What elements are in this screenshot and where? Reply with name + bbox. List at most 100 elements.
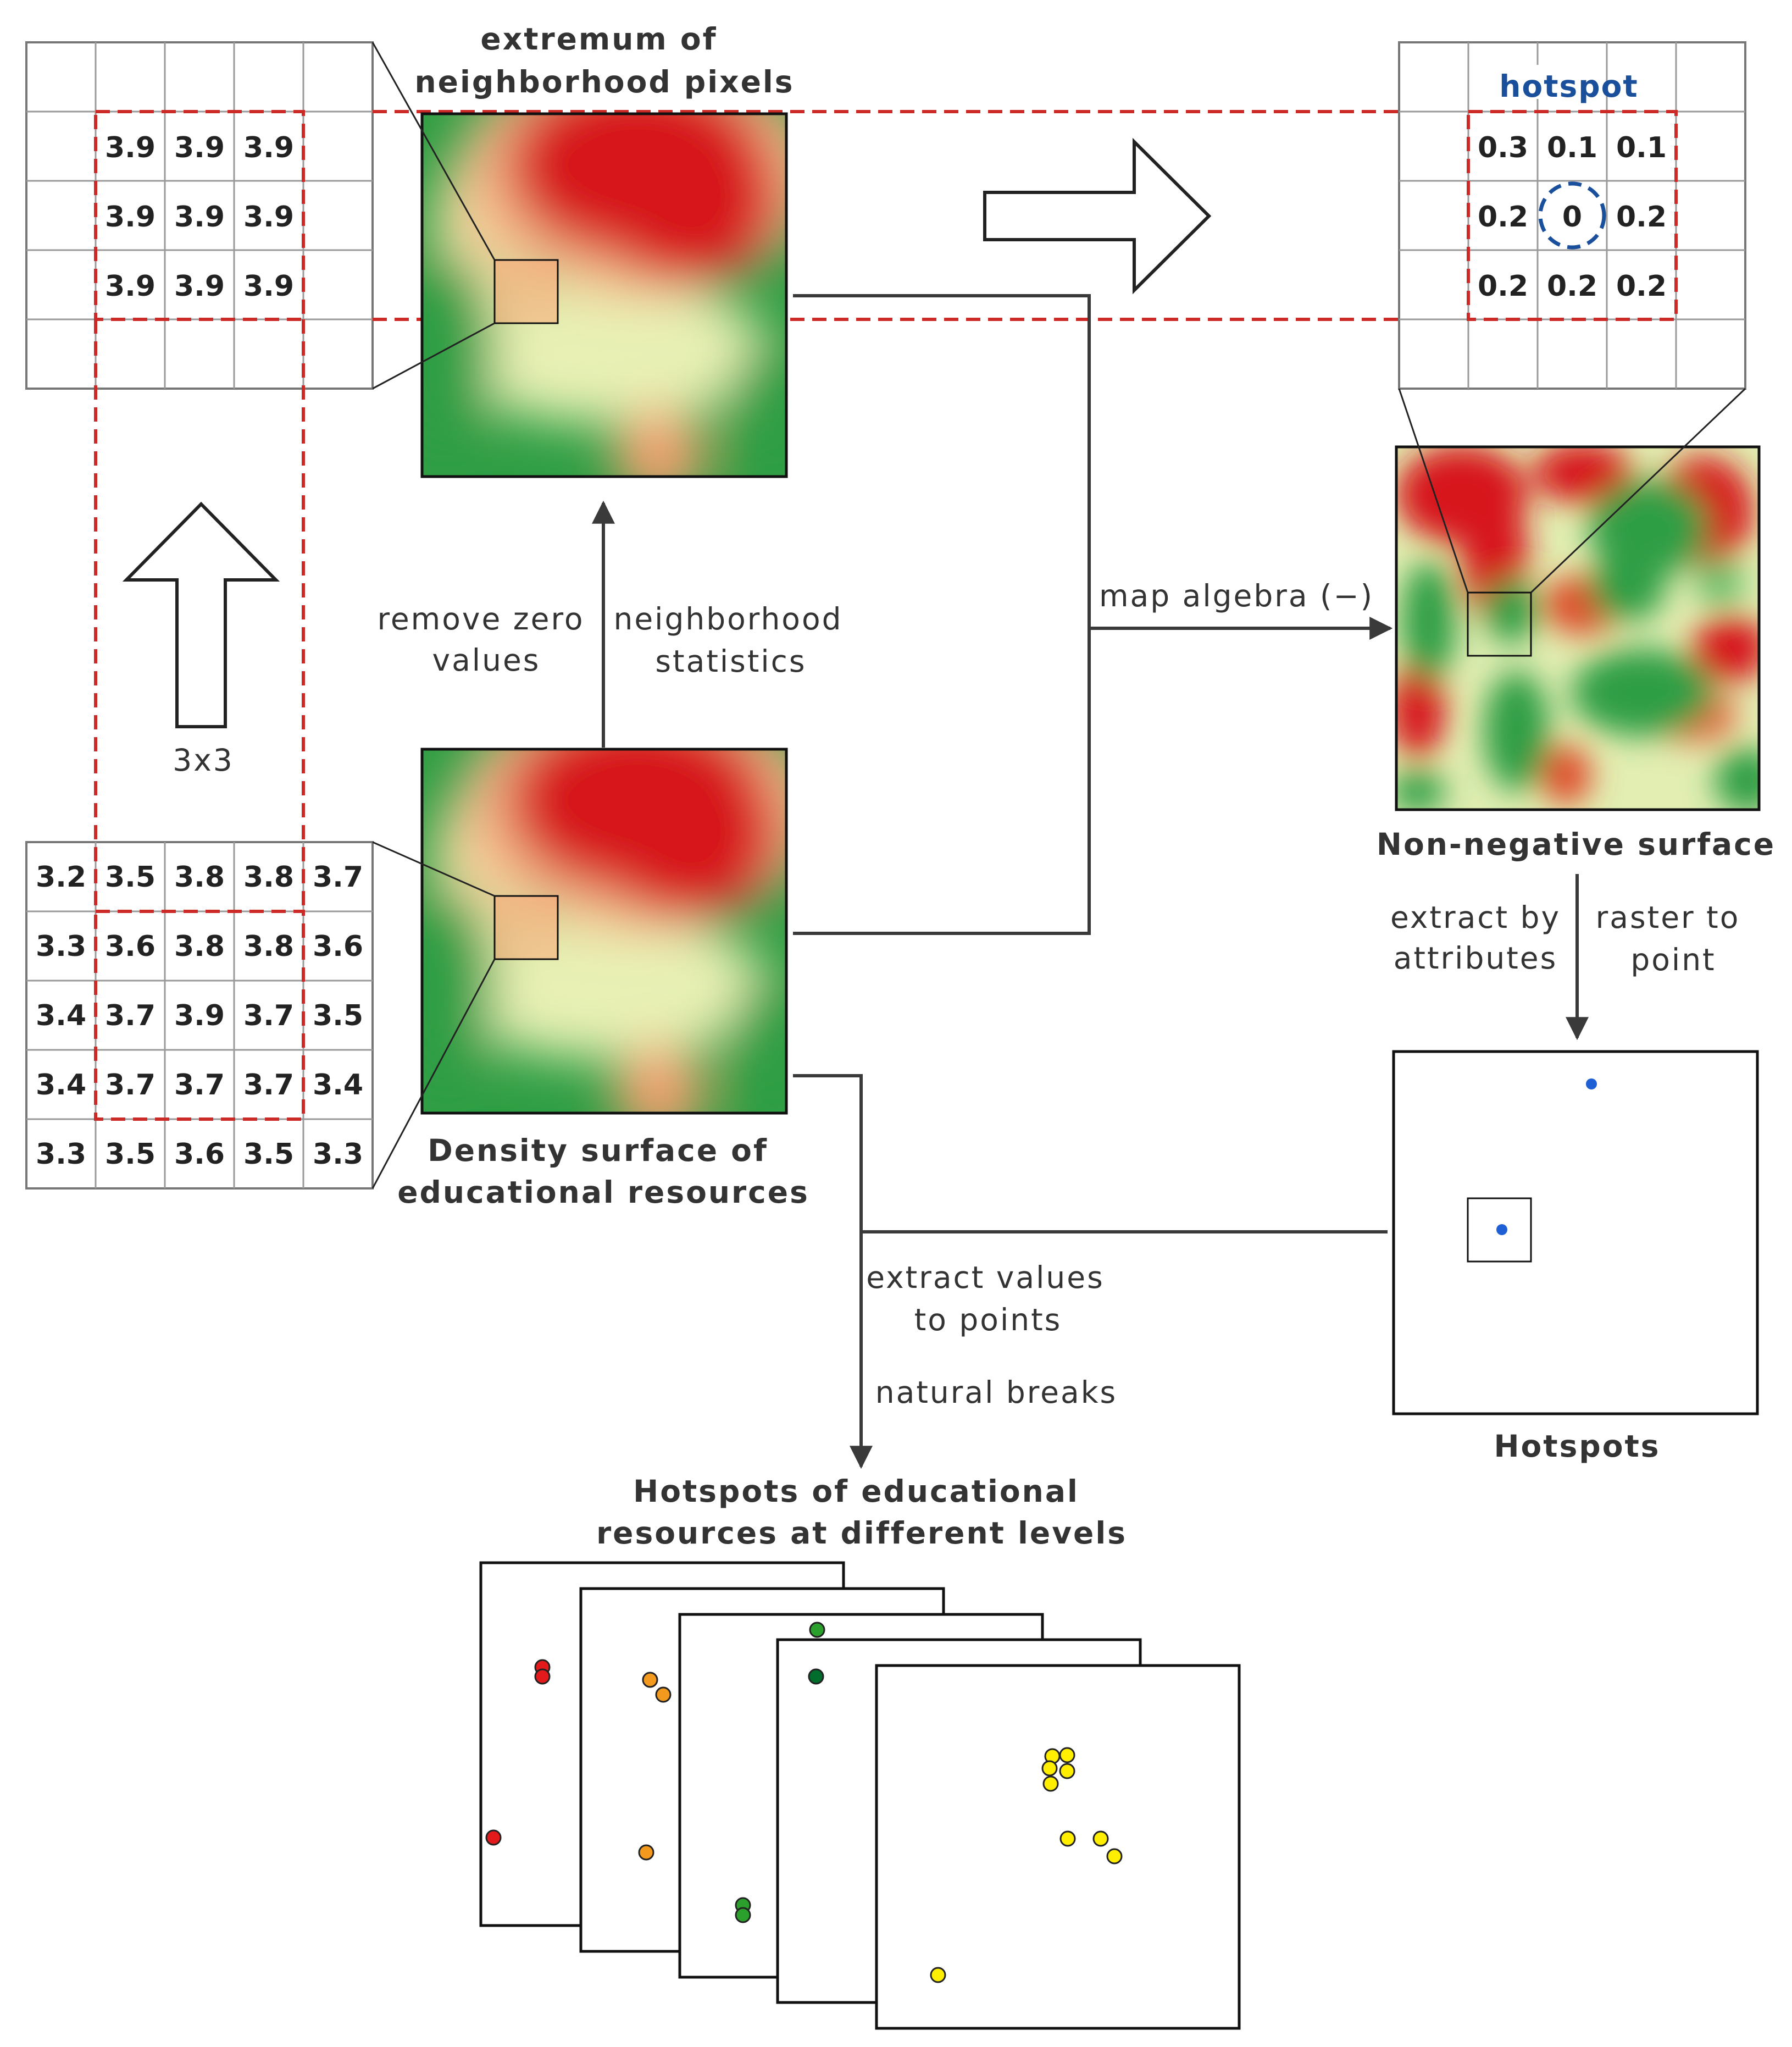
extract-values-label: extract values [866, 1260, 1104, 1295]
grid-cell: 0 [1562, 201, 1582, 234]
grid-cell: 3.5 [105, 1138, 156, 1171]
grid-cell: 0.3 [1478, 131, 1528, 164]
grid-cell: 3.5 [313, 999, 363, 1032]
zoom-connector-lines [371, 42, 1746, 1189]
window-dashed-outlines [94, 110, 1678, 1121]
non-negative-surface-map [1395, 445, 1761, 811]
extremum-title: extremum of [480, 21, 717, 57]
extract-by-attributes-label: extract by [1390, 900, 1561, 935]
level-point [1059, 1763, 1075, 1779]
raster-to-point-label: point [1630, 942, 1716, 977]
natural-breaks-label: natural breaks [875, 1375, 1117, 1410]
remove-zero-label: remove zero [377, 601, 584, 637]
non-negative-surface-title: Non-negative surface [1377, 827, 1776, 862]
grid-cell: 3.9 [174, 270, 225, 303]
level-point [930, 1967, 946, 1983]
neighborhood-statistics-label: neighborhood [613, 601, 842, 637]
up-block-arrow [122, 501, 280, 728]
hotspot-zoom-grid: hotspot 0.3 0.1 0.1 0.2 0 0.2 0.2 0.2 0.… [1398, 41, 1746, 390]
diagram-labels: extremum of neighborhood pixels remove z… [173, 21, 1776, 1551]
hotspot-point [1586, 1078, 1597, 1089]
grid-cell: 3.4 [36, 999, 86, 1032]
grid-cell: 3.6 [174, 1138, 225, 1171]
level-point [1041, 1760, 1058, 1777]
grid-cell: 3.9 [243, 201, 294, 234]
grid-cell: 3.8 [243, 861, 294, 894]
level-point [808, 1668, 824, 1685]
level-point [655, 1686, 672, 1703]
grid-cell: 3.3 [36, 930, 86, 963]
grid-cell: 3.9 [105, 270, 156, 303]
hotspot-label: hotspot [1499, 69, 1638, 104]
level-point [642, 1672, 658, 1688]
density-surface-title: educational resources [397, 1175, 809, 1210]
grid-cell: 3.5 [105, 861, 156, 894]
grid-cell: 3.8 [174, 861, 225, 894]
grid-cell: 3.4 [36, 1069, 86, 1102]
level-point [638, 1844, 654, 1861]
hotspots-panel [1392, 1050, 1759, 1415]
level-panels-stack [479, 1561, 1241, 2030]
neighborhood-statistics-label: statistics [655, 644, 806, 679]
grid-cell: 0.1 [1616, 131, 1667, 164]
grid-cell: 3.4 [313, 1069, 363, 1102]
window-highlight-box [1467, 591, 1532, 657]
extract-values-label: to points [914, 1302, 1062, 1337]
level-point [534, 1668, 551, 1685]
grid-cell: 0.2 [1616, 270, 1667, 303]
level-point [735, 1907, 751, 1923]
grid-cell: 3.9 [105, 131, 156, 164]
right-block-arrow [983, 137, 1212, 295]
density-zoom-grid: 3.2 3.5 3.8 3.8 3.7 3.3 3.6 3.8 3.8 3.6 … [25, 841, 374, 1190]
grid-cell: 3.7 [243, 999, 294, 1032]
level-point [1059, 1747, 1075, 1763]
remove-zero-label: values [432, 643, 541, 678]
hotspots-title: Hotspots [1494, 1429, 1660, 1464]
grid-cell: 3.9 [174, 131, 225, 164]
grid-cell: 3.9 [243, 131, 294, 164]
level-point [1106, 1848, 1123, 1865]
window-size-label: 3x3 [173, 743, 234, 778]
grid-cell: 3.2 [36, 861, 86, 894]
grid-cell: 3.9 [243, 270, 294, 303]
grid-cell: 0.2 [1616, 201, 1667, 234]
raster-to-point-label: raster to [1596, 900, 1740, 935]
extract-by-attributes-label: attributes [1394, 940, 1558, 976]
extremum-surface-map [420, 112, 788, 478]
grid-cell: 3.7 [105, 1069, 156, 1102]
grid-cell: 0.2 [1478, 270, 1528, 303]
levels-title: Hotspots of educational [633, 1474, 1079, 1509]
grid-cell: 3.6 [313, 930, 363, 963]
grid-cell: 3.7 [313, 861, 363, 894]
grid-cell: 0.2 [1478, 201, 1528, 234]
level-point [1092, 1830, 1109, 1847]
grid-cell: 3.3 [313, 1138, 363, 1171]
level-point [1059, 1830, 1076, 1847]
density-surface-title: Density surface of [428, 1133, 768, 1168]
hotspot-center-marker [1538, 181, 1606, 250]
levels-title: resources at different levels [596, 1515, 1127, 1551]
density-surface-map [420, 748, 788, 1115]
grid-cell: 3.7 [174, 1069, 225, 1102]
grid-cell: 3.6 [105, 930, 156, 963]
extremum-title: neighborhood pixels [415, 64, 795, 99]
window-highlight-box [493, 259, 559, 324]
grid-cell: 3.5 [243, 1138, 294, 1171]
grid-cell: 0.2 [1547, 270, 1597, 303]
grid-cell: 3.7 [243, 1069, 294, 1102]
level-point [485, 1829, 502, 1846]
grid-cell: 0.1 [1547, 131, 1597, 164]
hotspot-point [1496, 1224, 1507, 1235]
grid-cell: 3.9 [105, 201, 156, 234]
grid-cell: 3.8 [243, 930, 294, 963]
grid-cell: 3.7 [105, 999, 156, 1032]
extremum-zoom-grid: 3.9 3.9 3.9 3.9 3.9 3.9 3.9 3.9 3.9 [25, 41, 374, 390]
grid-cell: 3.3 [36, 1138, 86, 1171]
level-point [1042, 1775, 1059, 1792]
grid-cell: 3.8 [174, 930, 225, 963]
grid-cell: 3.9 [174, 201, 225, 234]
map-algebra-label: map algebra (−) [1099, 578, 1374, 613]
level-point [809, 1622, 825, 1638]
window-highlight-box [493, 895, 559, 960]
